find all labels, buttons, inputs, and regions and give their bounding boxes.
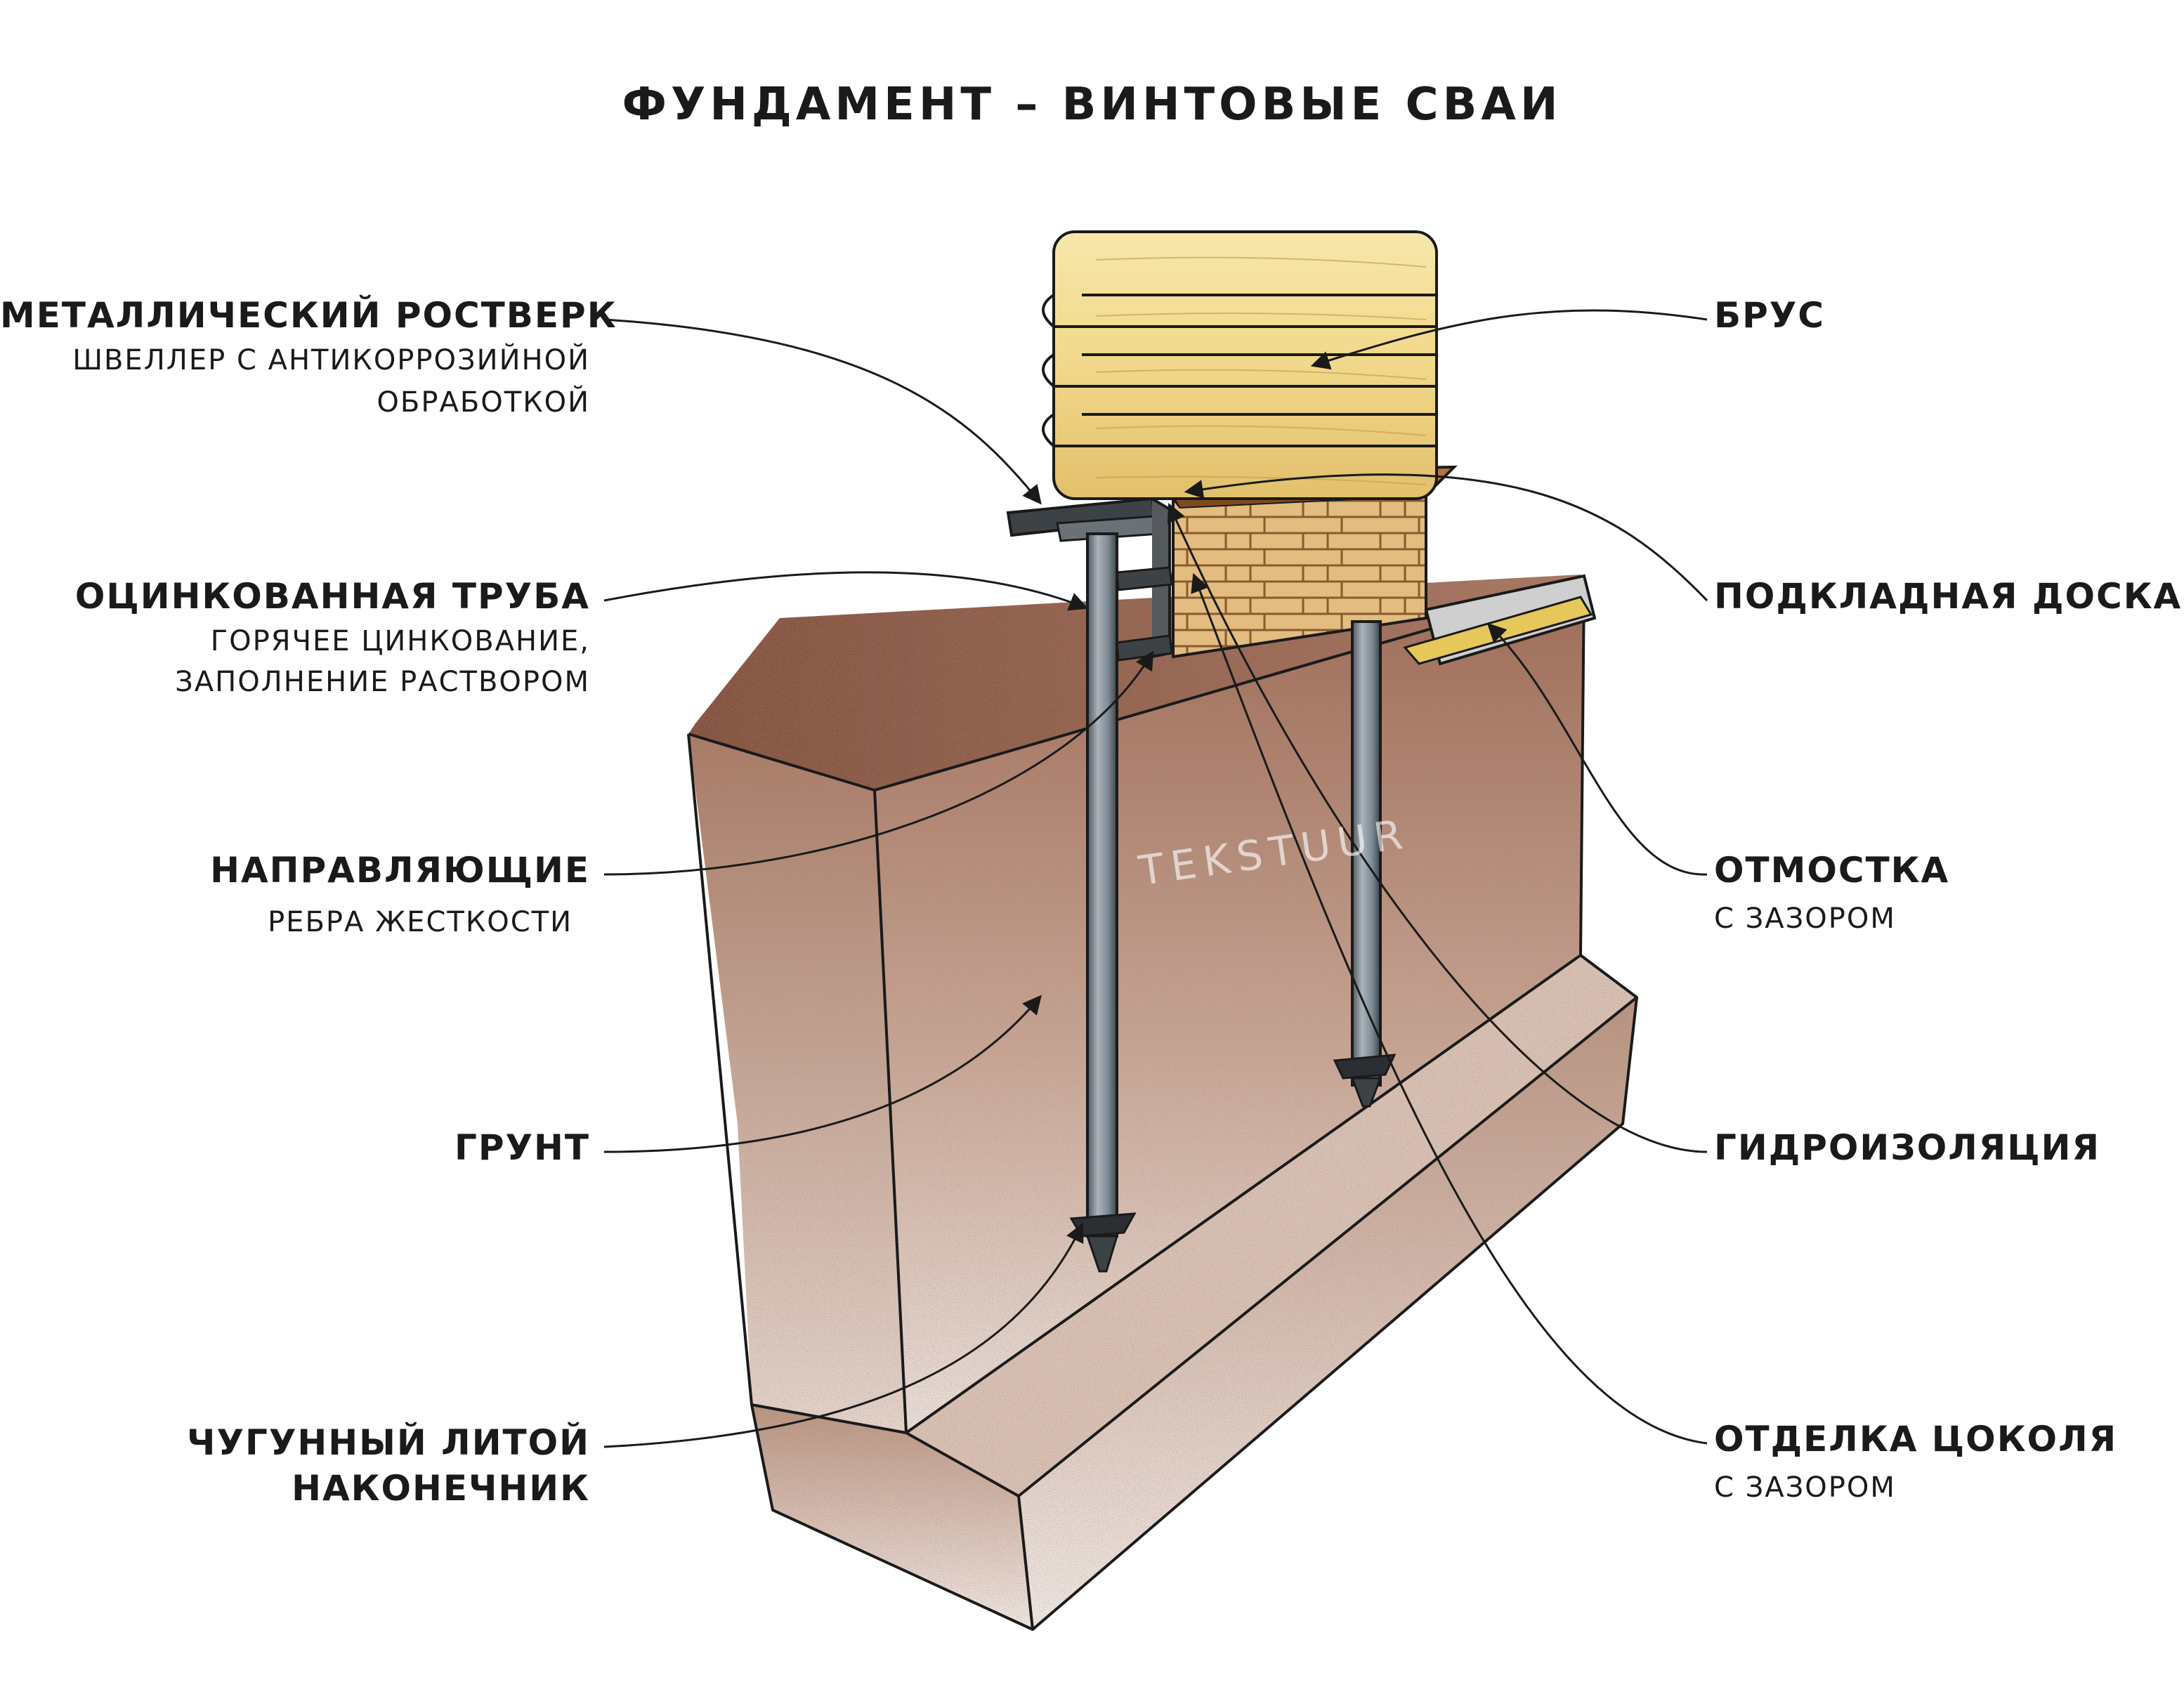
soil-block [687, 575, 1638, 1631]
leader-napravl [603, 650, 1154, 876]
leader-rostverk [603, 318, 1042, 505]
leader-truba [603, 571, 1089, 611]
timber-logs [1042, 230, 1438, 500]
guide-ribs [1116, 566, 1173, 662]
label-gidro-title: ГИДРОИЗОЛЯЦИЯ [1714, 1127, 2101, 1168]
label-doska-title: ПОДКЛАДНАЯ ДОСКА [1714, 576, 2183, 617]
label-otdelka-sub1: С ЗАЗОРОМ [1714, 1471, 1896, 1504]
leader-otmostka [1486, 622, 1708, 876]
leader-gidro [1167, 502, 1708, 1153]
leader-nakon [603, 1222, 1084, 1448]
label-napravl-sub1: РЕБРА ЖЕСТКОСТИ [268, 906, 573, 938]
label-truba-title: ОЦИНКОВАННАЯ ТРУБА [74, 576, 590, 617]
label-rostverk-title: МЕТАЛЛИЧЕСКИЙ РОСТВЕРК [0, 295, 617, 336]
leader-brus [1310, 309, 1708, 370]
leader-lines [603, 309, 1708, 1448]
leader-grunt [603, 995, 1042, 1153]
label-brus-title: БРУС [1714, 295, 1825, 336]
label-nakon-sub1: НАКОНЕЧНИК [292, 1468, 590, 1509]
label-napravl-title: НАПРАВЛЯЮЩИЕ [210, 850, 590, 891]
diagram-title: ФУНДАМЕНТ – ВИНТОВЫЕ СВАИ [622, 79, 1562, 131]
pile-left [1069, 532, 1137, 1273]
label-otdelka-title: ОТДЕЛКА ЦОКОЛЯ [1714, 1419, 2118, 1459]
label-nakon-title: ЧУГУННЫЙ ЛИТОЙ [187, 1422, 590, 1463]
soil-side-face [688, 734, 906, 1433]
leader-otdelka [1191, 572, 1708, 1445]
soil-front-face [875, 584, 1584, 1433]
label-truba-sub2: ЗАПОЛНЕНИЕ РАСТВОРОМ [175, 666, 590, 698]
label-rostverk-sub2: ОБРАБОТКОЙ [377, 386, 590, 419]
bench-front-face [1019, 997, 1637, 1629]
leader-doska [1184, 473, 1708, 602]
label-truba-sub1: ГОРЯЧЕЕ ЦИНКОВАНИЕ, [210, 625, 590, 657]
label-otmostka-sub1: С ЗАЗОРОМ [1714, 903, 1896, 935]
bench-side-face [752, 1405, 1033, 1629]
label-otmostka-title: ОТМОСТКА [1714, 850, 1950, 891]
bench-top-face [906, 955, 1637, 1496]
label-grunt-title: ГРУНТ [454, 1127, 590, 1168]
label-rostverk-sub1: ШВЕЛЛЕР С АНТИКОРРОЗИЙНОЙ [72, 344, 590, 376]
